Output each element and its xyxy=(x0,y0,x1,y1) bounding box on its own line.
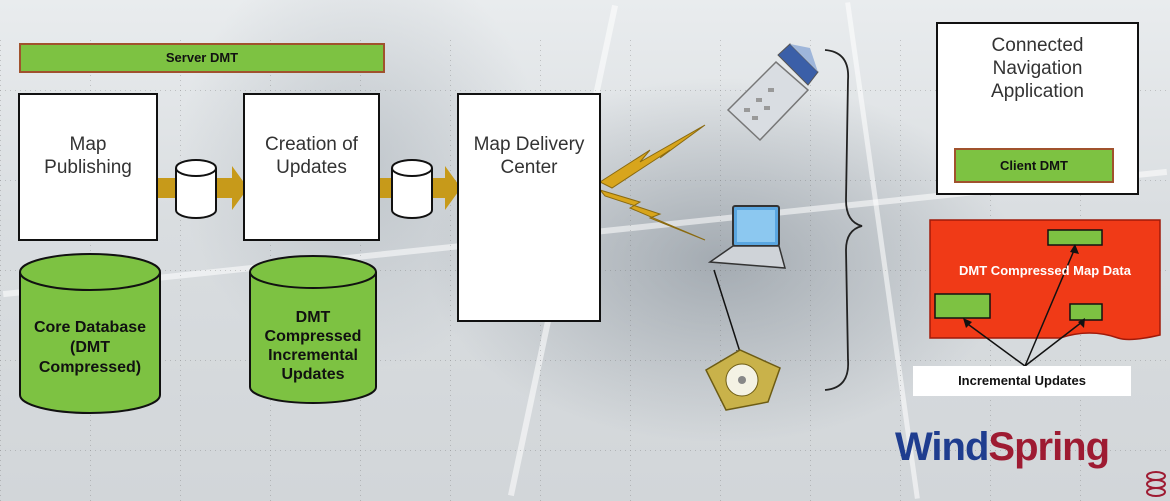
server-dmt-label: Server DMT xyxy=(165,50,239,65)
curly-brace xyxy=(824,49,863,391)
cd-disc-icon xyxy=(705,349,781,411)
connected-navigation-box: Connected Navigation Application Client … xyxy=(936,22,1139,195)
map-delivery-center-box: Map Delivery Center xyxy=(457,93,601,322)
lightning-bolt-icon xyxy=(598,189,706,241)
lightning-bolt-icon xyxy=(598,124,706,189)
flip-phone-icon xyxy=(726,43,819,142)
connector-line xyxy=(713,269,741,353)
map-delivery-center-label: Map Delivery Center xyxy=(473,134,585,178)
database-cylinder-icon xyxy=(391,159,433,219)
connected-navigation-label: Connected Navigation Application xyxy=(991,35,1084,102)
incremental-updates-box: Incremental Updates xyxy=(913,366,1131,396)
windspring-logo: WindSpring xyxy=(895,425,1110,470)
incremental-updates-label: Incremental Updates xyxy=(958,373,1086,388)
update-block xyxy=(934,293,991,319)
logo-wind: Wind xyxy=(895,425,989,469)
dmt-map-data-label: DMT Compressed Map Data xyxy=(959,263,1131,278)
map-publishing-box: Map Publishing xyxy=(18,93,158,241)
windspring-swirl-icon xyxy=(1146,471,1166,497)
laptop-icon xyxy=(707,205,787,269)
incremental-updates-cylinder xyxy=(249,255,377,404)
dmt-incremental-label: DMT Compressed Incremental Updates xyxy=(264,309,362,383)
update-arrows xyxy=(964,247,1083,367)
update-block xyxy=(1069,303,1103,321)
map-publishing-label: Map Publishing xyxy=(44,134,132,178)
creation-of-updates-label: Creation of Updates xyxy=(265,134,358,178)
logo-spring: Spring xyxy=(988,425,1110,469)
creation-of-updates-box: Creation of Updates xyxy=(243,93,380,241)
client-dmt-label: Client DMT xyxy=(1000,158,1068,173)
server-dmt-bar: Server DMT xyxy=(19,43,385,73)
client-dmt-bar: Client DMT xyxy=(954,148,1114,183)
update-block xyxy=(1047,229,1103,246)
core-database-cylinder xyxy=(19,253,161,414)
core-database-label: Core Database (DMT Compressed) xyxy=(33,319,147,376)
database-cylinder-icon xyxy=(175,159,217,219)
